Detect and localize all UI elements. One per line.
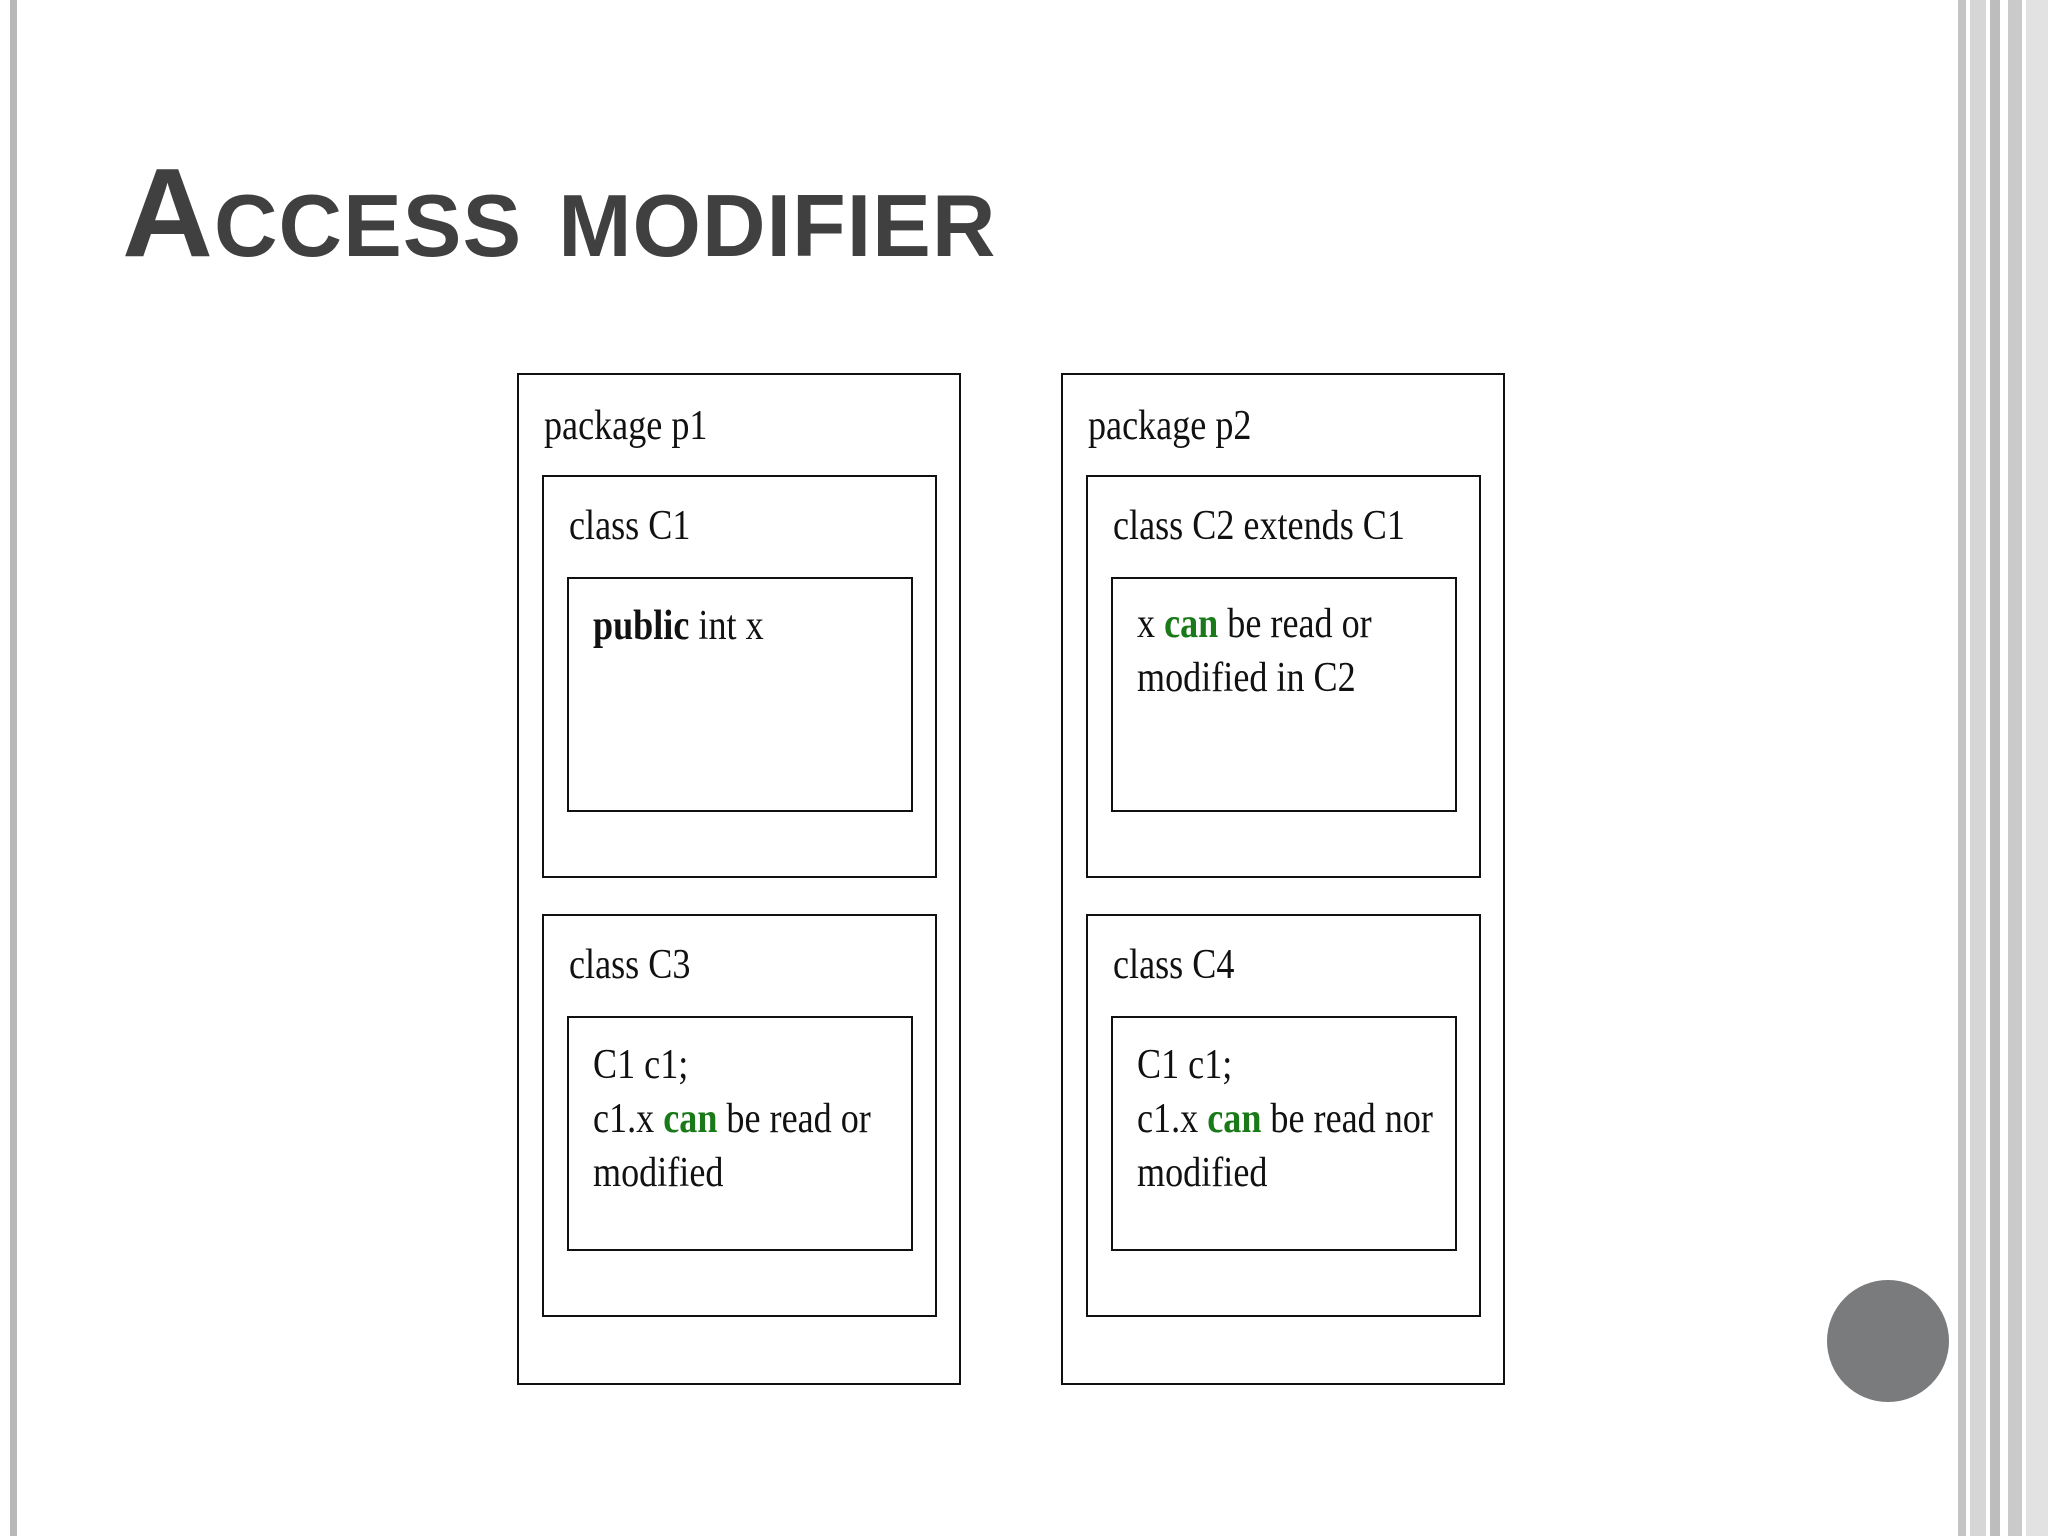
class-c3-box: class C3 C1 c1; c1.x can be read or modi…: [542, 914, 937, 1317]
right-frame-line: [1958, 0, 1966, 1536]
package-p2-box: package p2 class C2 extends C1 x can be …: [1061, 373, 1505, 1385]
class-c1-box: class C1 public int x: [542, 475, 937, 878]
text-line: modified in C2: [1137, 655, 1356, 701]
class-c4-label: class C4: [1113, 942, 1235, 988]
public-keyword: public: [593, 603, 690, 649]
can-keyword: can: [1164, 601, 1219, 647]
text-line: c1.x can be read or: [593, 1092, 871, 1146]
class-c3-access-box: C1 c1; c1.x can be read or modified: [567, 1016, 913, 1251]
package-p1-box: package p1 class C1 public int x class C…: [517, 373, 961, 1385]
package-p1-label: package p1: [544, 403, 708, 449]
class-c2-box: class C2 extends C1 x can be read or mod…: [1086, 475, 1481, 878]
class-c2-access-box: x can be read or modified in C2: [1111, 577, 1457, 812]
class-c1-member-text: public int x: [593, 599, 764, 653]
right-frame-line: [2008, 0, 2022, 1536]
can-keyword: can: [663, 1096, 718, 1142]
text-fragment: be read nor: [1261, 1096, 1433, 1142]
text-fragment: be read or: [717, 1096, 871, 1142]
text-line: C1 c1;: [1137, 1042, 1233, 1088]
text-fragment: be read or: [1218, 601, 1372, 647]
text-line: c1.x can be read nor: [1137, 1092, 1433, 1146]
text-fragment: c1.x: [593, 1096, 664, 1142]
class-c2-access-text: x can be read or modified in C2: [1137, 597, 1372, 705]
class-c1-member-box: public int x: [567, 577, 913, 812]
member-declaration: int x: [689, 603, 764, 649]
class-c4-box: class C4 C1 c1; c1.x can be read nor mod…: [1086, 914, 1481, 1317]
text-fragment: c1.x: [1137, 1096, 1208, 1142]
class-c3-access-text: C1 c1; c1.x can be read or modified: [593, 1038, 871, 1200]
text-line: modified: [1137, 1150, 1268, 1196]
class-c2-label: class C2 extends C1: [1113, 503, 1405, 549]
slide-decoration-circle: [1827, 1280, 1949, 1402]
right-frame-line: [1990, 0, 2000, 1536]
slide-title: Access modifier: [122, 142, 997, 283]
text-line: x can be read or: [1137, 597, 1372, 651]
text-line: modified: [593, 1150, 724, 1196]
class-c4-access-text: C1 c1; c1.x can be read nor modified: [1137, 1038, 1433, 1200]
right-frame-line: [1970, 0, 1986, 1536]
class-c1-label: class C1: [569, 503, 691, 549]
text-line: C1 c1;: [593, 1042, 689, 1088]
class-c3-label: class C3: [569, 942, 691, 988]
can-keyword: can: [1207, 1096, 1262, 1142]
left-frame-line: [10, 0, 17, 1536]
class-c4-access-box: C1 c1; c1.x can be read nor modified: [1111, 1016, 1457, 1251]
package-p2-label: package p2: [1088, 403, 1252, 449]
right-frame-line: [2026, 0, 2048, 1536]
text-fragment: x: [1137, 601, 1165, 647]
